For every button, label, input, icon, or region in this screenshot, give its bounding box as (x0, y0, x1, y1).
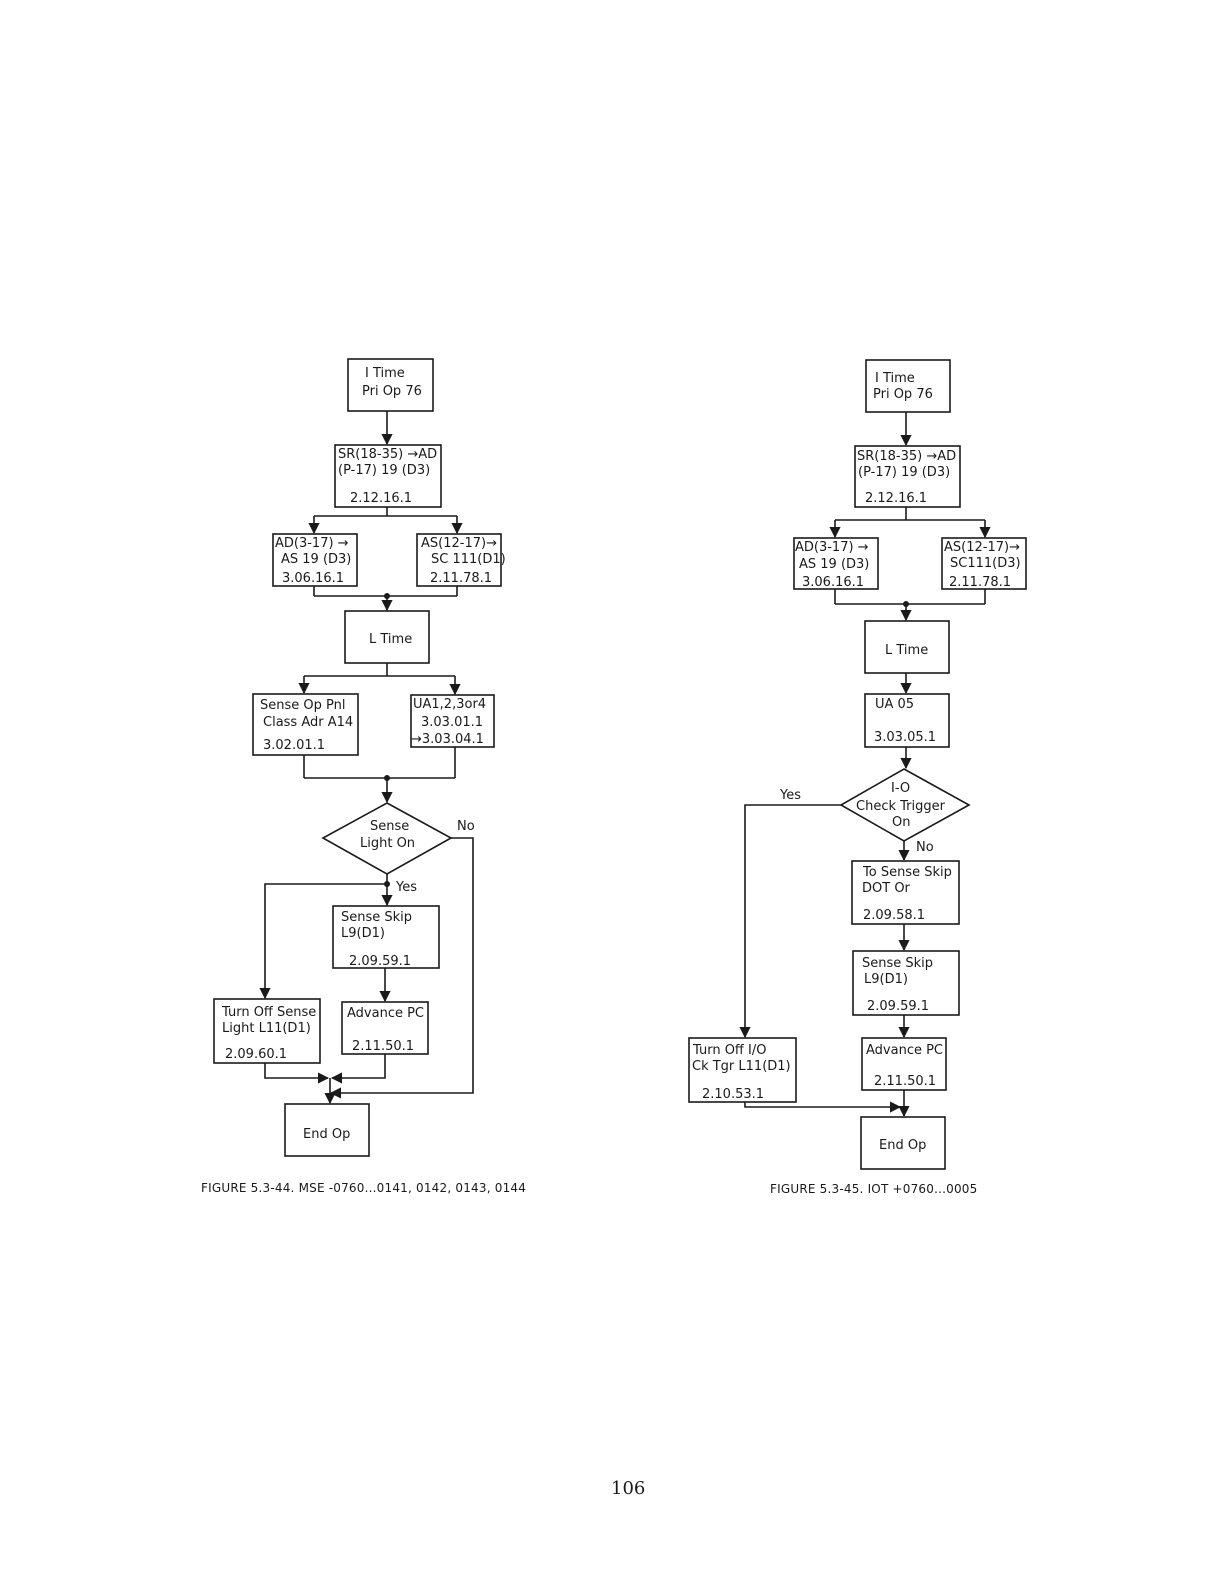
ad-line2: AS 19 (D3) (799, 557, 869, 572)
sense-skip-line1: Sense Skip (862, 956, 933, 971)
yes-path (739, 804, 841, 1039)
turn-off-io-box (688, 1037, 797, 1103)
end-op-box (860, 1116, 946, 1170)
ua-line1: UA 05 (875, 697, 914, 712)
sr-line1: SR(18-35) →AD (857, 449, 956, 464)
sr-ref: 2.12.16.1 (350, 491, 412, 506)
ad-line1: AD(3-17) → (795, 540, 869, 555)
turn-off-sense-light-box (213, 998, 321, 1064)
i-time-line1: I Time (875, 371, 915, 386)
l-time-label: L Time (885, 643, 928, 658)
figure-5-3-45: I Time Pri Op 76 SR(18-35) →AD (P-17) 19… (688, 359, 1027, 1196)
decision-line3: On (892, 815, 910, 830)
i-time-box (347, 358, 434, 412)
as-line2: SC 111(D1) (431, 552, 506, 567)
i-time-line1: I Time (365, 366, 405, 381)
figure-caption: FIGURE 5.3-45. IOT +0760...0005 (770, 1182, 977, 1196)
to-sense-ref: 2.09.58.1 (863, 908, 925, 923)
ua-05-box (864, 693, 950, 748)
as-line2: SC111(D3) (950, 556, 1021, 571)
connector (330, 1054, 386, 1084)
decision-line1: Sense (370, 819, 409, 834)
to-sense-line1: To Sense Skip (862, 865, 952, 880)
sense-skip-line2: L9(D1) (341, 926, 385, 941)
ad-to-as-box (793, 537, 879, 590)
advance-pc-box (861, 1037, 947, 1091)
ad-line2: AS 19 (D3) (281, 552, 351, 567)
no-label: No (457, 819, 475, 834)
decision-line2: Check Trigger (856, 799, 946, 814)
as-ref: 2.11.78.1 (949, 575, 1011, 590)
l-time-label: L Time (369, 632, 412, 647)
to-sense-skip-box (851, 860, 960, 925)
turn-off-line2: Ck Tgr L11(D1) (692, 1059, 791, 1074)
ad-to-as-box (272, 533, 358, 587)
sense-skip-line2: L9(D1) (864, 972, 908, 987)
sense-op-line2: Class Adr A14 (263, 715, 353, 730)
connector (259, 883, 387, 1000)
ad-ref: 3.06.16.1 (802, 575, 864, 590)
figure-5-3-44: I Time Pri Op 76 SR(18-35) →AD (P-17) 19… (201, 358, 526, 1195)
sr-line1: SR(18-35) →AD (338, 447, 437, 462)
figure-caption: FIGURE 5.3-44. MSE -0760...0141, 0142, 0… (201, 1181, 526, 1195)
l-time-box (344, 610, 430, 664)
turn-off-ref: 2.09.60.1 (225, 1047, 287, 1062)
sense-skip-line1: Sense Skip (341, 910, 412, 925)
ua-line1: UA1,2,3or4 (413, 697, 486, 712)
sense-op-line1: Sense Op Pnl (260, 698, 345, 713)
ua-line3: →3.03.04.1 (411, 732, 484, 747)
advance-line1: Advance PC (866, 1043, 943, 1058)
yes-label: Yes (779, 788, 801, 803)
sr-to-ad-box (854, 445, 961, 508)
no-label: No (916, 840, 934, 855)
ua-ref: 3.03.05.1 (874, 730, 936, 745)
sr-to-ad-box (334, 444, 442, 508)
i-time-line2: Pri Op 76 (873, 387, 933, 402)
sense-op-ref: 3.02.01.1 (263, 738, 325, 753)
turn-off-line1: Turn Off I/O (692, 1043, 766, 1058)
ad-ref: 3.06.16.1 (282, 571, 344, 586)
sr-line2: (P-17) 19 (D3) (338, 463, 430, 478)
sr-ref: 2.12.16.1 (865, 491, 927, 506)
connector (744, 1101, 902, 1113)
advance-line1: Advance PC (347, 1006, 424, 1021)
to-sense-line2: DOT Or (862, 881, 911, 896)
sense-op-pnl-box (252, 693, 359, 756)
ad-line1: AD(3-17) → (275, 536, 349, 551)
as-line1: AS(12-17)→ (421, 536, 497, 551)
yes-label: Yes (395, 880, 417, 895)
i-time-line2: Pri Op 76 (362, 384, 422, 399)
end-op-label: End Op (303, 1127, 350, 1142)
advance-ref: 2.11.50.1 (352, 1039, 414, 1054)
as-ref: 2.11.78.1 (430, 571, 492, 586)
turn-off-ref: 2.10.53.1 (702, 1087, 764, 1102)
as-to-sc-box (941, 537, 1027, 590)
sense-skip-ref: 2.09.59.1 (867, 999, 929, 1014)
l-time-box (864, 620, 950, 674)
sr-line2: (P-17) 19 (D3) (858, 465, 950, 480)
end-op-box (284, 1103, 370, 1157)
page-number: 106 (611, 1478, 645, 1499)
connector (264, 1063, 330, 1084)
decision-line1: I-O (891, 781, 910, 796)
sense-skip-ref: 2.09.59.1 (349, 954, 411, 969)
ua-box (410, 694, 495, 748)
turn-off-line2: Light L11(D1) (222, 1021, 311, 1036)
turn-off-line1: Turn Off Sense (221, 1005, 316, 1020)
as-to-sc-box (416, 533, 502, 587)
sense-skip-box (332, 905, 440, 969)
as-line1: AS(12-17)→ (944, 540, 1020, 555)
no-path (329, 837, 474, 1099)
advance-ref: 2.11.50.1 (874, 1074, 936, 1089)
ua-line2: 3.03.01.1 (421, 715, 483, 730)
end-op-label: End Op (879, 1138, 926, 1153)
sense-skip-box (852, 950, 960, 1016)
decision-line2: Light On (360, 836, 415, 851)
i-time-box (865, 359, 951, 413)
